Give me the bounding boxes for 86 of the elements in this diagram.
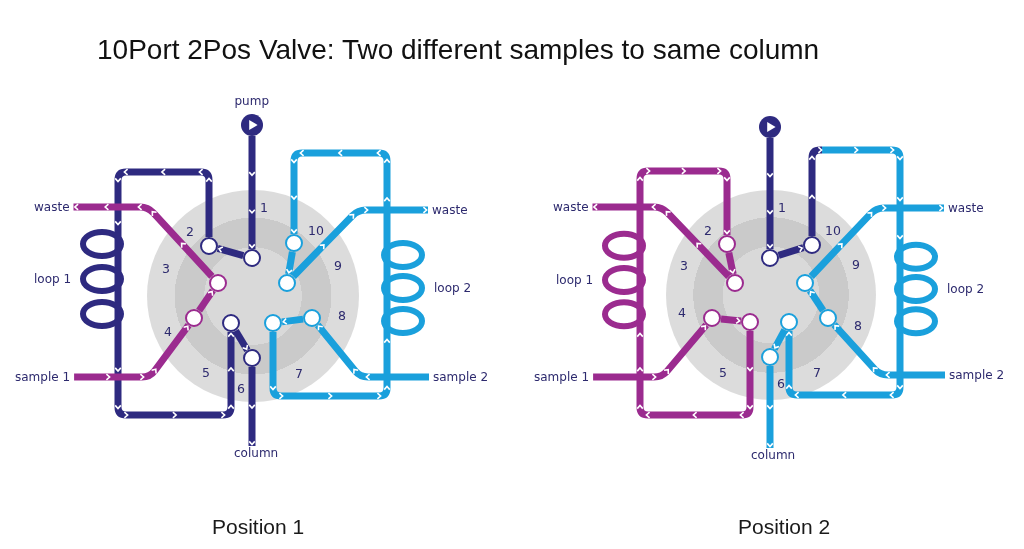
port-circle bbox=[819, 309, 837, 327]
flow-arrow bbox=[281, 315, 304, 326]
diagram-title: 10Port 2Pos Valve: Two different samples to same column bbox=[97, 33, 820, 67]
flow-arrow bbox=[196, 288, 216, 313]
port-number: 9 bbox=[334, 257, 342, 273]
port-number: 5 bbox=[719, 364, 727, 380]
port-circle bbox=[718, 235, 736, 253]
pump-label: pump bbox=[234, 94, 270, 108]
flow-arrow bbox=[269, 332, 391, 400]
flow-arrow bbox=[216, 245, 245, 259]
flow-arrow bbox=[725, 252, 737, 275]
port-circle bbox=[741, 313, 759, 331]
port-number: 4 bbox=[164, 323, 172, 339]
flow-arrow bbox=[785, 331, 904, 399]
port-number: 7 bbox=[813, 364, 821, 380]
flow-arrow bbox=[808, 146, 904, 240]
port-number: 8 bbox=[854, 317, 862, 333]
flow-arrow bbox=[777, 244, 805, 259]
flow-arrow bbox=[232, 328, 251, 353]
port-number: 2 bbox=[704, 222, 712, 238]
port-circle bbox=[222, 314, 240, 332]
port-circle bbox=[264, 314, 282, 332]
flow-arrow bbox=[766, 138, 774, 249]
port-number: 5 bbox=[202, 364, 210, 380]
loop-label: loop 1 bbox=[34, 272, 72, 286]
port-circle bbox=[209, 274, 227, 292]
port-number: 6 bbox=[777, 375, 785, 391]
flow-arrow bbox=[290, 206, 428, 279]
port-circle bbox=[803, 236, 821, 254]
port-number: 3 bbox=[680, 257, 688, 273]
port-number: 10 bbox=[308, 222, 324, 238]
flow-label: sample 2 bbox=[945, 368, 1009, 382]
port-circle bbox=[303, 309, 321, 327]
loop-label: loop 2 bbox=[947, 282, 985, 296]
panel-caption: Position 2 bbox=[738, 513, 831, 539]
flow-label: column bbox=[230, 446, 283, 460]
pump-icon bbox=[759, 116, 781, 138]
port-number: 4 bbox=[678, 304, 686, 320]
flow-arrow bbox=[636, 331, 754, 419]
flow-label: sample 1 bbox=[11, 370, 75, 384]
flow-label: waste bbox=[944, 201, 988, 215]
flow-label: sample 1 bbox=[530, 370, 594, 384]
flow-arrow bbox=[766, 366, 774, 448]
flow-arrow bbox=[592, 203, 732, 279]
port-circle bbox=[200, 237, 218, 255]
port-number: 10 bbox=[825, 222, 841, 238]
flow-label: sample 2 bbox=[429, 370, 493, 384]
port-circle bbox=[796, 274, 814, 292]
flow-arrow bbox=[285, 251, 296, 275]
flow-arrow bbox=[636, 167, 731, 235]
flow-label: waste bbox=[549, 200, 593, 214]
flow-arrow bbox=[315, 322, 429, 381]
flow-arrow bbox=[808, 204, 944, 279]
port-circle bbox=[761, 348, 779, 366]
port-number: 6 bbox=[237, 380, 245, 396]
flow-arrow bbox=[806, 288, 827, 313]
port-circle bbox=[243, 249, 261, 267]
loop-label: loop 2 bbox=[434, 281, 472, 295]
flow-label: column bbox=[747, 448, 800, 462]
port-number: 8 bbox=[338, 307, 346, 323]
port-number: 3 bbox=[162, 260, 170, 276]
port-number: 2 bbox=[186, 223, 194, 239]
port-circle bbox=[703, 309, 721, 327]
flow-label: waste bbox=[428, 203, 472, 217]
flow-arrow bbox=[593, 322, 709, 381]
flow-arrow bbox=[831, 322, 945, 379]
port-circle bbox=[780, 313, 798, 331]
port-circle bbox=[243, 349, 261, 367]
port-circle bbox=[285, 234, 303, 252]
port-circle bbox=[278, 274, 296, 292]
panel-caption: Position 1 bbox=[212, 513, 305, 539]
port-number: 1 bbox=[260, 199, 268, 215]
loop-label: loop 1 bbox=[556, 273, 594, 287]
flow-arrow bbox=[73, 203, 215, 279]
flow-arrow bbox=[114, 168, 213, 237]
port-number: 1 bbox=[778, 199, 786, 215]
flow-arrow bbox=[771, 328, 788, 351]
flow-arrow bbox=[248, 136, 256, 249]
port-circle bbox=[761, 249, 779, 267]
flow-arrow bbox=[74, 323, 192, 381]
port-number: 9 bbox=[852, 256, 860, 272]
flow-label: waste bbox=[30, 200, 74, 214]
port-number: 7 bbox=[295, 365, 303, 381]
port-circle bbox=[185, 309, 203, 327]
flow-arrow bbox=[720, 315, 742, 325]
port-circle bbox=[726, 274, 744, 292]
